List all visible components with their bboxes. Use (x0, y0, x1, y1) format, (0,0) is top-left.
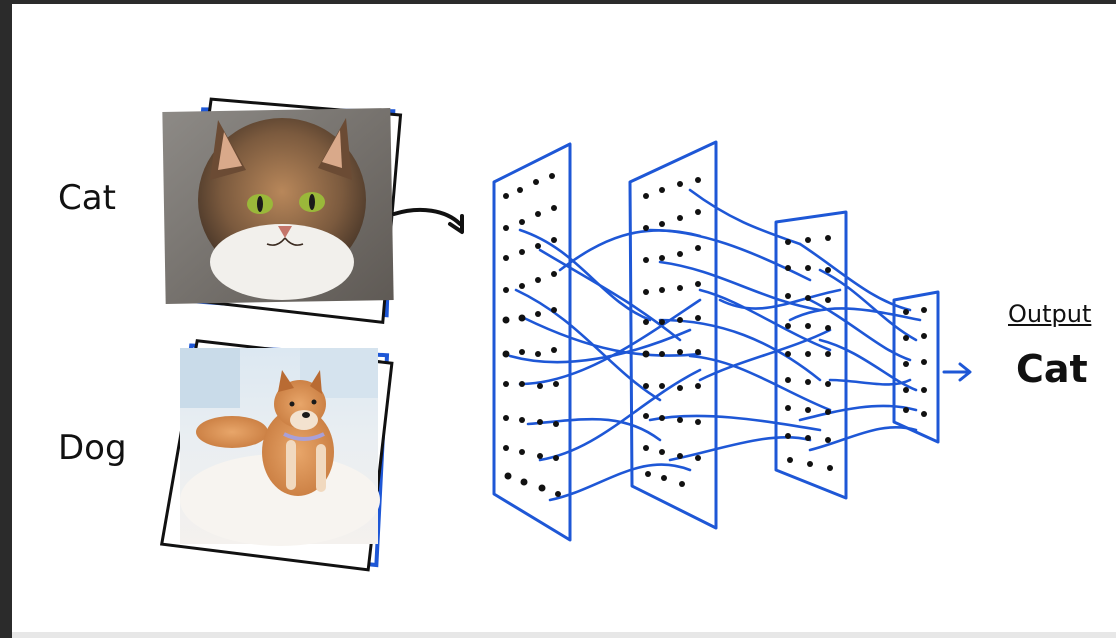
layer-2-panel (628, 140, 718, 530)
layer-2-neurons (642, 177, 701, 487)
input-arrow (392, 207, 464, 234)
output-arrow (942, 362, 972, 382)
layer-1-panel (492, 142, 572, 542)
dog-input-label: Dog (58, 428, 127, 468)
cat-photo-stack (162, 97, 403, 324)
dog-photo (180, 348, 380, 546)
neuron-dots (502, 173, 927, 497)
dog-photo-stack (159, 339, 394, 572)
output-class-value: Cat (1016, 347, 1088, 391)
layer-4-panel (892, 290, 940, 444)
layer-1-neurons (502, 173, 561, 497)
output-heading: Output (1008, 300, 1092, 328)
cat-input-label: Cat (58, 178, 116, 218)
layer-4-neurons (903, 307, 927, 417)
cat-photo (162, 108, 394, 304)
layer-3-panel (774, 210, 848, 500)
network-layers (492, 140, 940, 542)
layer-3-neurons (785, 235, 833, 471)
bottom-border (12, 632, 1116, 638)
